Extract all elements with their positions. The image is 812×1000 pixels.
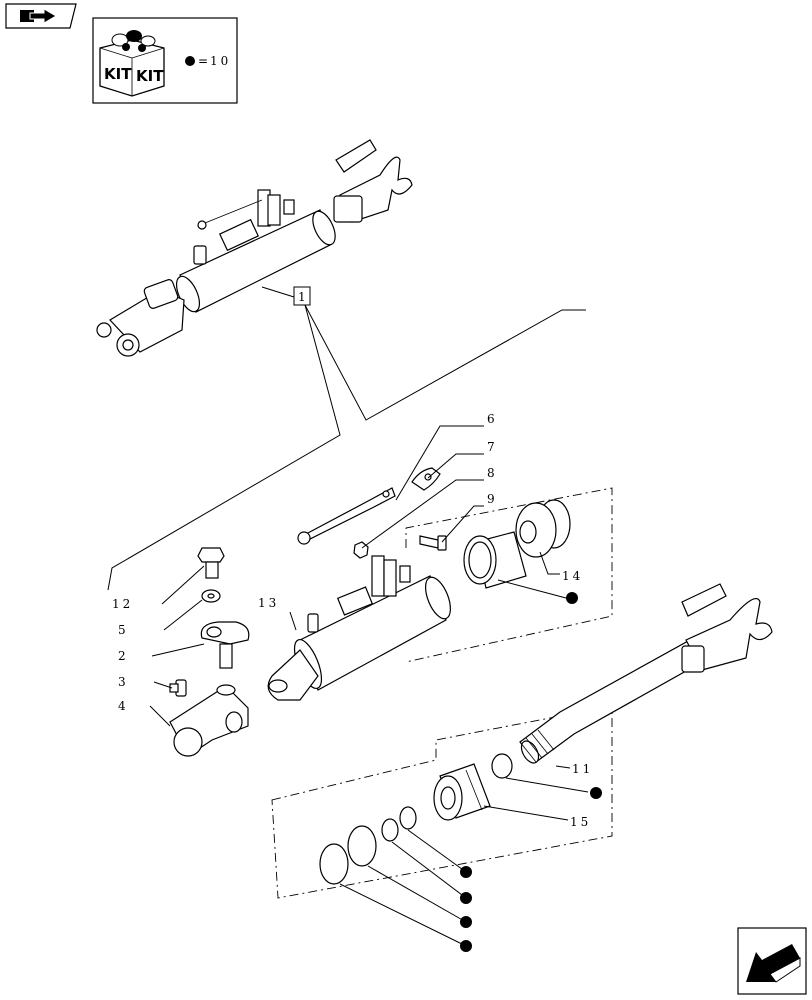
part-15-piston-head (433, 763, 491, 821)
part-4-yoke (169, 684, 249, 757)
o-ring-a (491, 753, 513, 779)
part-2-link-plate (200, 621, 250, 669)
reference-numbers: 6 7 8 9 14 13 12 5 2 3 4 11 15 (112, 412, 593, 829)
next-page-button[interactable] (737, 927, 807, 995)
ref-number: 2 (118, 649, 129, 663)
assembly-label: 1 (298, 290, 309, 304)
assembled-top-link (96, 139, 413, 357)
kit-box-icon: KIT KIT (99, 30, 165, 97)
o-ring-e (319, 843, 349, 885)
ref-number: 13 (258, 596, 279, 610)
part-8-nut (353, 541, 369, 559)
ref-number: 14 (562, 569, 583, 583)
filled-dot-icon (185, 56, 195, 66)
ref-number: 15 (570, 815, 591, 829)
filled-dot-icon (566, 592, 578, 604)
kit-label-left: KIT (104, 65, 132, 83)
part-3-grease-nipple (169, 679, 187, 697)
ref-number: 8 (487, 466, 498, 480)
ref-number: 3 (118, 675, 129, 689)
book-arrow-icon (20, 8, 57, 24)
part-11-hook-rod (519, 583, 773, 764)
ref-number: 12 (112, 597, 133, 611)
part-14-piston (515, 499, 571, 558)
kit-markers (460, 592, 602, 952)
filled-dot-icon (460, 866, 472, 878)
ref-number: 9 (487, 492, 498, 506)
ref-number: 6 (487, 412, 498, 426)
kit-equals: = (198, 54, 208, 68)
part-12-bolt (197, 547, 225, 579)
filled-dot-icon (460, 892, 472, 904)
back-to-index-button[interactable] (5, 3, 77, 29)
sleeve (463, 531, 527, 589)
o-ring-b (399, 806, 417, 830)
filled-dot-icon (460, 916, 472, 928)
part-9-bolt (419, 535, 447, 551)
filled-dot-icon (590, 787, 602, 799)
next-page-arrow-icon (746, 944, 801, 983)
ref-number: 11 (572, 762, 593, 776)
o-ring-d (347, 825, 377, 867)
part-13-cylinder-barrel (267, 555, 452, 701)
ref-number: 5 (118, 623, 129, 637)
kit-reference-number: 10 (210, 54, 231, 68)
ref-number: 7 (487, 440, 498, 454)
o-ring-c (381, 818, 399, 842)
filled-dot-icon (460, 940, 472, 952)
kit-legend: KIT KIT = 10 (92, 17, 238, 104)
leader-lines (149, 425, 589, 947)
kit-label-right: KIT (136, 67, 164, 85)
assembly-label-box (293, 286, 311, 306)
part-6-lever-rod (297, 487, 396, 545)
ref-number: 4 (118, 699, 129, 713)
